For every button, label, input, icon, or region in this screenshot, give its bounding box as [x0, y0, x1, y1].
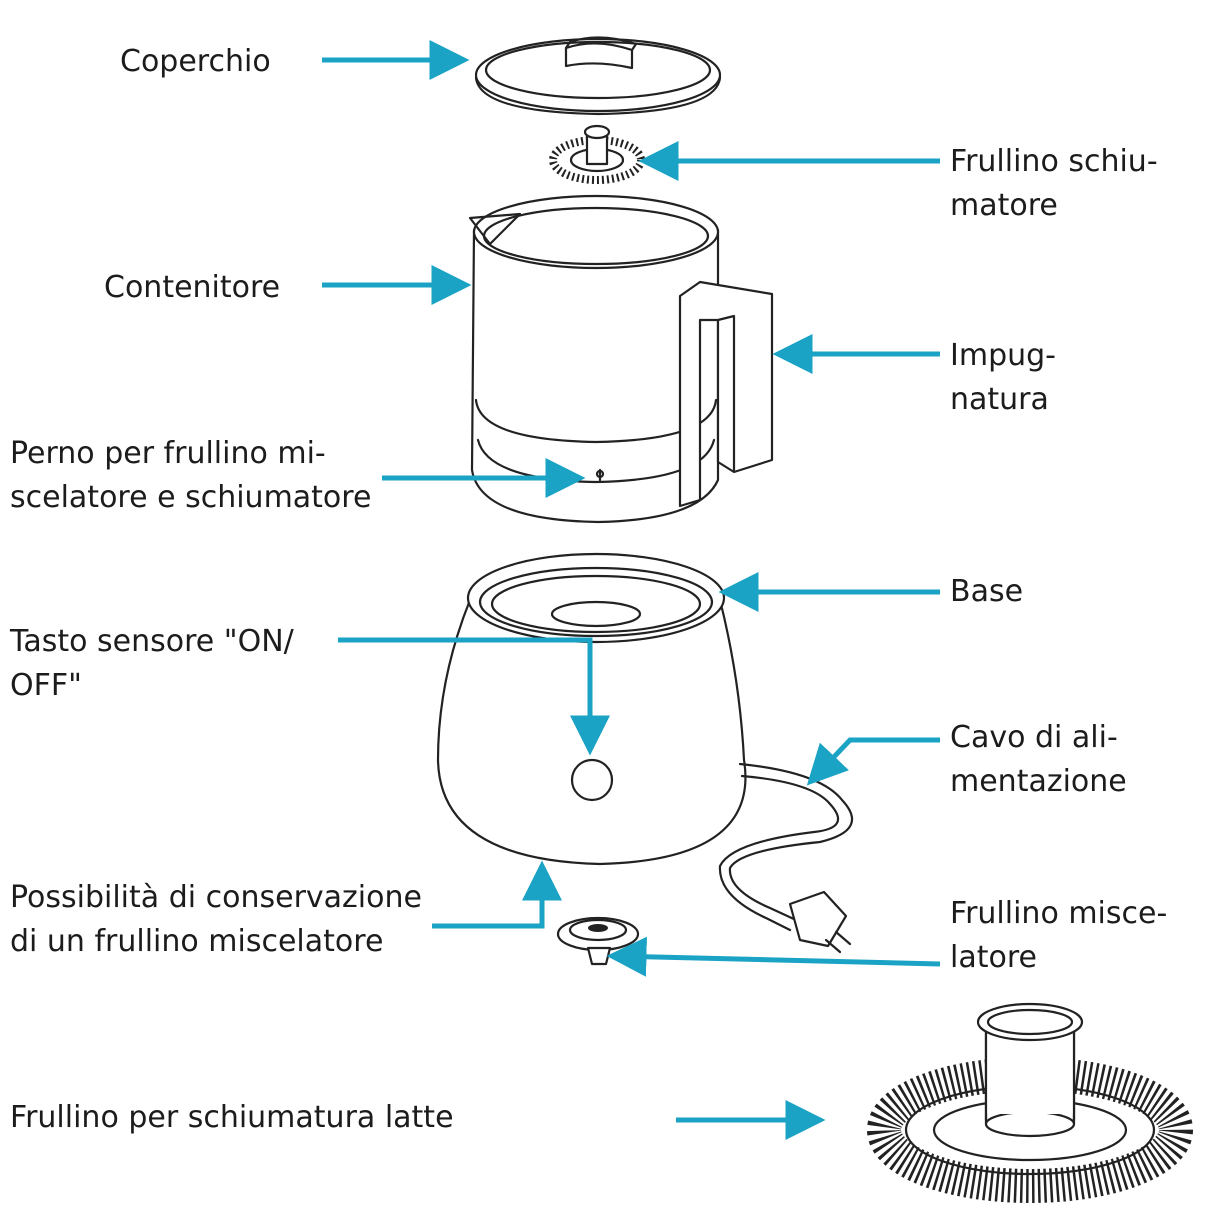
arrow-frullino-miscelatore [606, 936, 941, 977]
label-cavo: Cavo di ali- mentazione [950, 720, 1127, 799]
label-perno: Perno per frullino mi- scelatore e schiu… [10, 436, 372, 515]
base-illustration [436, 552, 854, 954]
label-tasto: Tasto sensore "ON/ OFF" [10, 624, 294, 703]
arrow-conservazione [432, 860, 562, 929]
label-frullino-latte: Frullino per schiumatura latte [10, 1100, 454, 1135]
label-conservazione: Possibilità di conservazione di un frull… [10, 880, 422, 959]
label-frullino-miscelatore: Frullino misce- latore [950, 896, 1168, 975]
lid-illustration [474, 36, 722, 116]
label-base: Base [950, 574, 1024, 609]
large-whisk-illustration [867, 1002, 1193, 1203]
label-frullino-schiumatore: Frullino schiu- matore [950, 144, 1158, 223]
arrow-tasto [338, 637, 610, 756]
label-impugnatura: Impug- natura [950, 338, 1056, 417]
jug-illustration [468, 194, 774, 524]
arrow-cavo [806, 737, 940, 786]
frother-whisk-illustration [549, 124, 645, 184]
label-coperchio: Coperchio [120, 44, 271, 79]
label-contenitore: Contenitore [104, 270, 281, 305]
